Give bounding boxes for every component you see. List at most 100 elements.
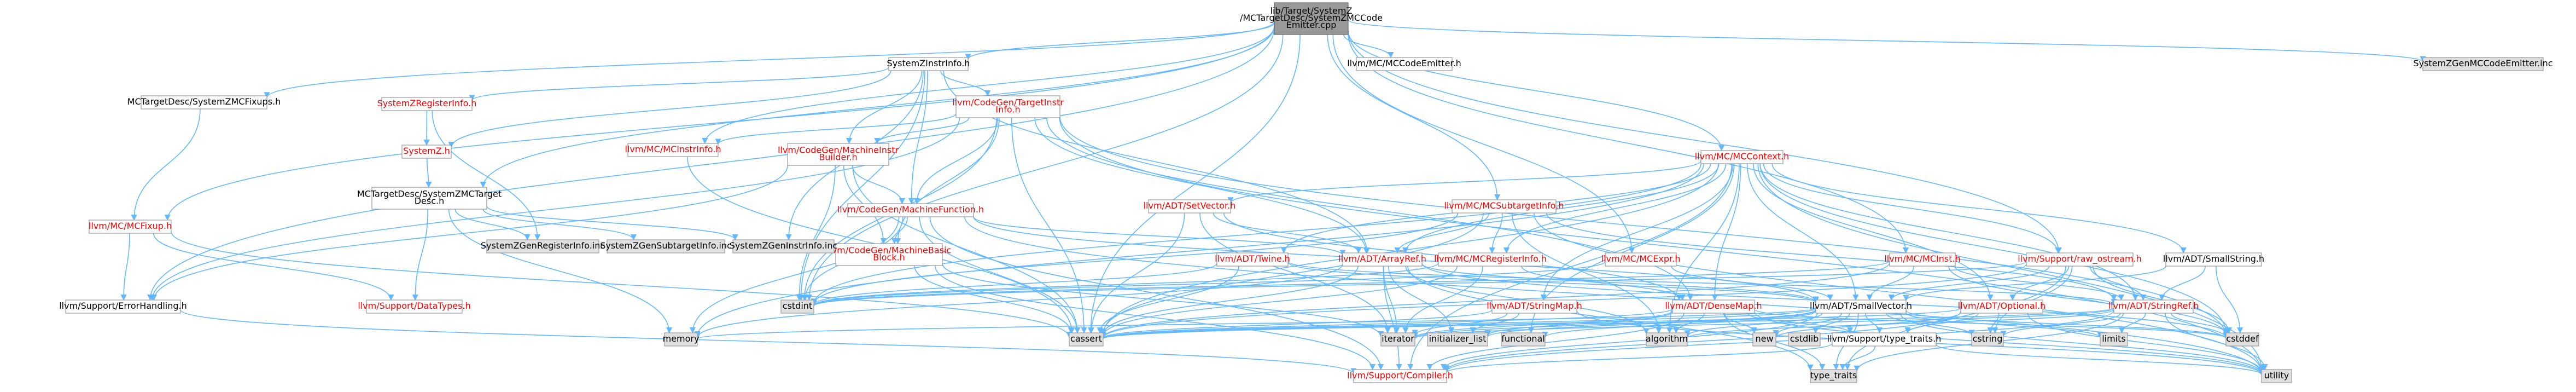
node-label-geninstrinfo: SystemZGenInstrInfo.inc xyxy=(730,240,838,251)
node-subtargetinfo[interactable]: llvm/MC/MCSubtargetInfo.h xyxy=(1444,199,1564,214)
node-cstring: cstring xyxy=(1971,332,2004,347)
node-label-mcfixup: MCTargetDesc/SystemZMCFixups.h xyxy=(127,96,281,107)
edge-setvector-to-iterator xyxy=(1199,212,1391,334)
node-box-gensubtargetinfo xyxy=(607,239,725,253)
node-registerinfo[interactable]: SystemZRegisterInfo.h xyxy=(377,97,477,111)
node-label-mcinst: llvm/MC/MCInst.h xyxy=(1884,253,1960,264)
edge-optional-to-cstring xyxy=(1987,313,2000,334)
node-label-memory: memory xyxy=(663,333,700,344)
node-compiler[interactable]: llvm/Support/Compiler.h xyxy=(1347,369,1453,383)
node-label-genregisterinfo: SystemZGenRegisterInfo.inc xyxy=(481,240,605,251)
edge-mctargetdesc-to-datatypes xyxy=(412,209,428,301)
edge-mccontext-to-rawostream xyxy=(1763,163,2061,254)
node-box-iterator xyxy=(1380,332,1415,347)
node-label-algorithm: algorithm xyxy=(1646,333,1688,344)
edge-rawostream-to-typetraits xyxy=(1844,266,2066,371)
node-stringmap[interactable]: llvm/ADT/StringMap.h xyxy=(1487,299,1582,314)
edge-rawostream-to-cstdint xyxy=(811,261,2027,307)
node-label-root: Emitter.cpp xyxy=(1286,20,1337,30)
node-mcfixup[interactable]: MCTargetDesc/SystemZMCFixups.h xyxy=(127,95,281,109)
node-box-densemap xyxy=(1672,299,1755,314)
node-mcexpr[interactable]: llvm/MC/MCExpr.h xyxy=(1601,252,1681,267)
node-smallvector[interactable]: llvm/ADT/SmallVector.h xyxy=(1810,299,1912,314)
node-box-mcinst xyxy=(1889,252,1956,267)
node-box-mctargetdesc xyxy=(371,187,487,210)
node-memory: memory xyxy=(663,332,700,347)
node-smallstring[interactable]: llvm/ADT/SmallString.h xyxy=(2163,252,2264,267)
node-twine[interactable]: llvm/ADT/Twine.h xyxy=(1215,252,1290,267)
file-nodes: lib/Target/SystemZ/MCTargetDesc/SystemZM… xyxy=(59,2,2553,383)
node-gencodeemitter: SystemZGenMCCodeEmitter.inc xyxy=(2413,57,2553,71)
edge-machineinstrbuilder-to-machinefunction xyxy=(852,165,905,205)
node-mcregisterinfo[interactable]: llvm/MC/MCRegisterInfo.h xyxy=(1434,252,1547,267)
edge-stringref-to-utility xyxy=(2165,313,2268,371)
node-arrayref[interactable]: llvm/ADT/ArrayRef.h xyxy=(1338,252,1426,267)
edge-optional-to-utility xyxy=(2027,313,2265,373)
edge-mccontext-to-arrayref xyxy=(1402,163,1720,254)
node-label-utility: utility xyxy=(2264,370,2289,381)
edge-machinebasicblock-to-compiler xyxy=(934,265,1376,371)
edge-targetinstrinfo-to-cstddef xyxy=(1059,116,2229,337)
node-utility: utility xyxy=(2261,369,2292,383)
node-initializerlist: initializer_list xyxy=(1427,332,1488,347)
node-mcinst[interactable]: llvm/MC/MCInst.h xyxy=(1884,252,1961,267)
edge-mccontext-to-stringref xyxy=(1759,163,2138,301)
edge-mctargetdesc-to-geninstrinfo xyxy=(486,205,738,241)
node-box-registerinfo xyxy=(381,97,473,111)
edge-rawostream-to-stringref xyxy=(2089,266,2147,301)
node-stringref[interactable]: llvm/ADT/StringRef.h xyxy=(2108,299,2199,314)
node-typetraits_h[interactable]: llvm/Support/type_traits.h xyxy=(1827,332,1942,347)
node-setvector[interactable]: llvm/ADT/SetVector.h xyxy=(1144,199,1236,214)
node-box-mcregisterinfo xyxy=(1438,252,1543,267)
node-systemzinstrinfo[interactable]: SystemZInstrInfo.h xyxy=(887,57,970,71)
node-label-functional: functional xyxy=(1501,333,1545,344)
node-label-root: /MCTargetDesc/SystemZMCCode xyxy=(1240,13,1383,23)
edge-targetinstrinfo-to-errorhandling xyxy=(149,117,960,301)
edge-typetraits_h-to-typetraits xyxy=(1839,345,1876,371)
edge-mctargetdesc-to-memory xyxy=(448,209,673,334)
node-llvmmcfixup[interactable]: llvm/MC/MCFixup.h xyxy=(89,220,172,234)
edge-mccontext-to-cassert xyxy=(1100,163,1719,336)
edge-stringmap-to-cassert xyxy=(1100,309,1493,339)
node-errorhandling[interactable]: llvm/Support/ErrorHandling.h xyxy=(59,299,187,314)
node-label-densemap: llvm/ADT/DenseMap.h xyxy=(1665,301,1762,311)
node-box-initializerlist xyxy=(1427,332,1488,347)
edge-machinefunction-to-cassert xyxy=(919,216,1081,334)
node-label-mctargetdesc: MCTargetDesc/SystemZMCTarget xyxy=(357,189,502,199)
node-typetraits: type_traits xyxy=(1810,369,1857,383)
node-cstddef: cstddef xyxy=(2225,332,2259,347)
node-optional[interactable]: llvm/ADT/Optional.h xyxy=(1958,299,2046,314)
edge-systemzinstrinfo-to-cstdint xyxy=(797,70,925,301)
node-box-mccontext xyxy=(1700,150,1784,164)
node-machinefunction[interactable]: llvm/CodeGen/MachineFunction.h xyxy=(837,203,984,217)
edge-densemap-to-compiler xyxy=(1426,313,1685,371)
edge-root-to-mcinstrinfo xyxy=(702,26,1275,145)
node-rawostream[interactable]: llvm/Support/raw_ostream.h xyxy=(2018,252,2142,267)
edge-mcinst-to-cstdint xyxy=(811,260,1890,307)
node-cstdlib: cstdlib xyxy=(1788,332,1821,347)
node-systemz[interactable]: SystemZ.h xyxy=(401,145,452,159)
node-box-systemz xyxy=(401,145,452,159)
edge-stringmap-to-iterator xyxy=(1412,313,1508,336)
node-mccontext[interactable]: llvm/MC/MCContext.h xyxy=(1695,150,1790,164)
node-label-typetraits_h: llvm/Support/type_traits.h xyxy=(1827,333,1942,344)
node-new: new xyxy=(1752,332,1776,347)
node-root[interactable]: lib/Target/SystemZ/MCTargetDesc/SystemZM… xyxy=(1240,2,1383,35)
node-label-gensubtargetinfo: SystemZGenSubtargetInfo.inc xyxy=(600,240,732,251)
node-densemap[interactable]: llvm/ADT/DenseMap.h xyxy=(1665,299,1762,314)
edge-mcinst-to-smallvector xyxy=(1866,266,1915,301)
node-label-machinebasicblock: Block.h xyxy=(873,252,905,263)
node-label-systemz: SystemZ.h xyxy=(403,146,450,156)
node-box-targetinstrinfo xyxy=(955,95,1060,118)
edge-smallstring-to-smallvector xyxy=(1903,266,2166,302)
node-datatypes[interactable]: llvm/Support/DataTypes.h xyxy=(358,299,471,314)
node-label-cassert: cassert xyxy=(1070,333,1102,344)
node-mccodeemitter[interactable]: llvm/MC/MCCodeEmitter.h xyxy=(1347,57,1461,71)
node-label-cstdint: cstdint xyxy=(783,301,812,311)
node-mcinstrinfo[interactable]: llvm/MC/MCInstrInfo.h xyxy=(625,143,721,157)
